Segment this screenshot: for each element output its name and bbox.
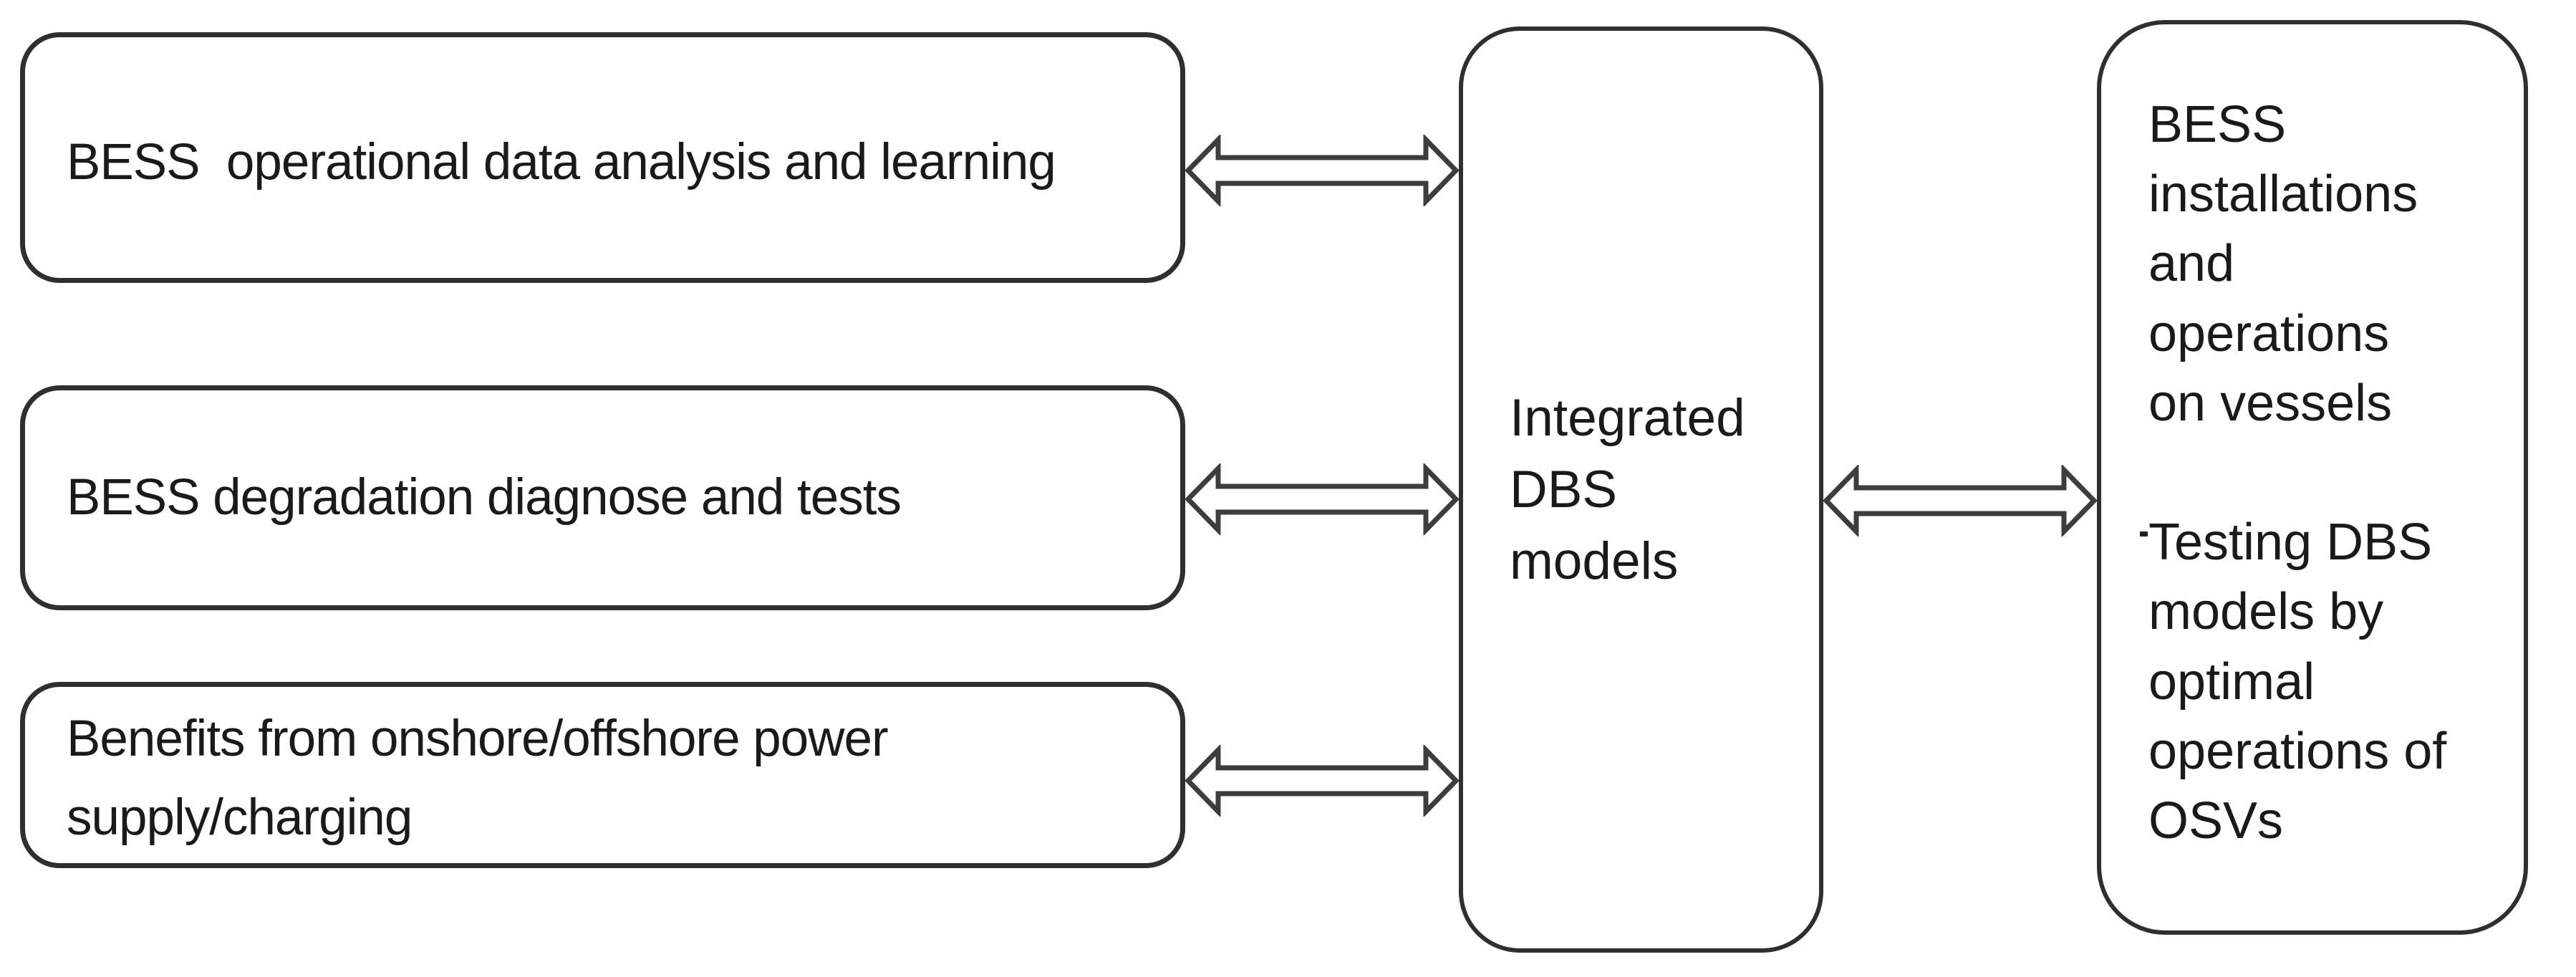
box-bess-degradation: BESS degradation diagnose and tests	[20, 385, 1185, 610]
box-bess-installations-testing-label: BESS installations and operations on ves…	[2148, 96, 2447, 850]
box-bess-operational-data-label: BESS operational data analysis and learn…	[67, 134, 1056, 191]
box-integrated-dbs-models-label: Integrated DBS models	[1510, 388, 1745, 590]
box-benefits-power-supply-label: Benefits from onshore/offshore power sup…	[67, 710, 889, 846]
box-benefits-power-supply: Benefits from onshore/offshore power sup…	[20, 682, 1185, 868]
box-bess-operational-data: BESS operational data analysis and learn…	[20, 32, 1185, 283]
double-arrow-icon	[1185, 463, 1459, 535]
box-bess-degradation-label: BESS degradation diagnose and tests	[67, 469, 902, 526]
box-bess-installations-testing: BESS installations and operations on ves…	[2097, 20, 2528, 935]
box-integrated-dbs-models: Integrated DBS models	[1459, 27, 1823, 953]
double-arrow-icon	[1185, 135, 1459, 206]
double-arrow-icon	[1823, 465, 2097, 536]
double-arrow-icon	[1185, 745, 1459, 817]
stray-ink-mark	[2140, 531, 2148, 536]
